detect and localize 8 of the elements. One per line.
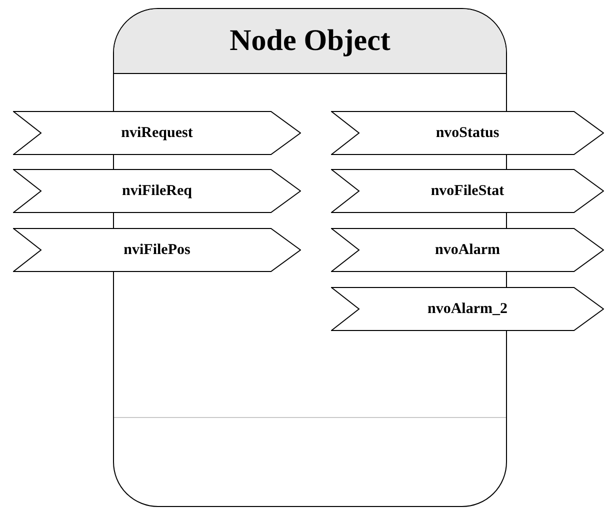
variable-label: nvoAlarm_2 xyxy=(428,302,508,316)
block-title: Node Object xyxy=(230,26,390,56)
variable-label: nvoStatus xyxy=(436,126,500,140)
variable-label: nvoFileStat xyxy=(430,184,504,198)
variable-label: nviFilePos xyxy=(124,242,190,258)
variable-label: nviFileReq xyxy=(122,184,192,198)
variable-label: nviRequest xyxy=(121,126,193,140)
variable-label: nvoAlarm xyxy=(435,242,500,258)
